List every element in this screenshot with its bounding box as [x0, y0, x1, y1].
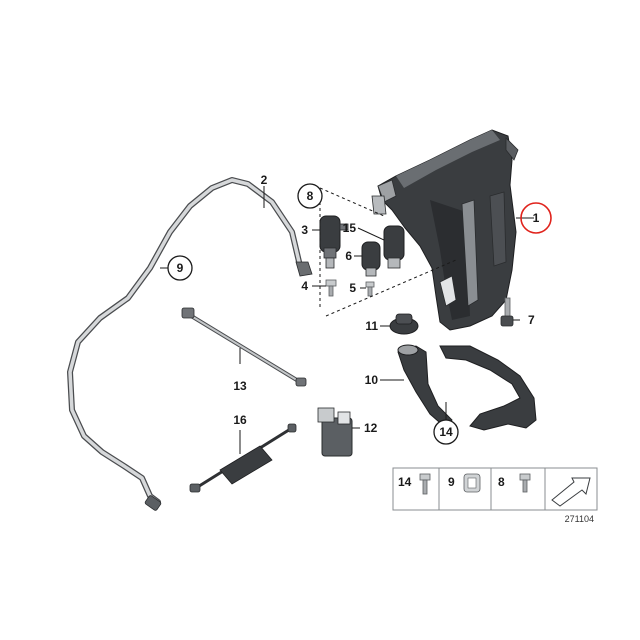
callout-14[interactable]: 14: [433, 419, 459, 445]
kit-group-lines: [319, 187, 457, 317]
callout-7[interactable]: 7: [528, 313, 535, 327]
callout-2-label: 2: [261, 173, 268, 187]
bolt-7: [500, 297, 514, 327]
callout-1[interactable]: 1: [520, 202, 552, 234]
screw-5: [365, 281, 375, 297]
callout-2[interactable]: 2: [261, 173, 268, 187]
legend-item-14-label: 14: [398, 475, 412, 489]
callout-15[interactable]: 15: [343, 221, 357, 235]
hardware-legend: 14 9 8: [392, 467, 598, 511]
legend-item-9-label: 9: [448, 475, 455, 489]
screw-icon: [519, 473, 531, 481]
direction-arrow-icon: [551, 477, 591, 507]
legend-item-9[interactable]: 9: [448, 473, 481, 493]
bolt-icon: [419, 473, 431, 481]
filler-neck-10: [397, 344, 537, 431]
callout-9[interactable]: 9: [167, 255, 193, 281]
callout-15-label: 15: [343, 221, 357, 235]
callout-10[interactable]: 10: [365, 373, 379, 387]
callout-5-label: 5: [349, 281, 356, 295]
washer-reservoir: [371, 129, 519, 331]
callout-16-label: 16: [233, 413, 247, 427]
callout-14-label: 14: [439, 425, 453, 439]
washer-pump-15: [383, 225, 405, 269]
callout-12[interactable]: 12: [364, 421, 378, 435]
washer-pump-6: [361, 241, 381, 277]
callout-6[interactable]: 6: [345, 249, 352, 263]
legend-item-8[interactable]: 8: [498, 473, 531, 493]
callout-4-label: 4: [301, 279, 308, 293]
callout-11[interactable]: 11: [365, 319, 378, 333]
clip-inner-icon: [467, 477, 477, 489]
hose-line: [67, 177, 313, 511]
callout-13[interactable]: 13: [233, 379, 247, 393]
callout-4[interactable]: 4: [301, 279, 308, 293]
callout-16[interactable]: 16: [233, 413, 247, 427]
callout-9-label: 9: [177, 261, 184, 275]
callout-3-label: 3: [301, 223, 308, 237]
legend-item-14[interactable]: 14: [398, 473, 431, 495]
highlight-ring: [520, 202, 552, 234]
washer-pump-3: [319, 215, 349, 269]
callout-9-ring: [167, 255, 193, 281]
leader-lines: [160, 186, 534, 454]
callout-10-label: 10: [365, 373, 379, 387]
screw-shank-icon: [522, 479, 528, 493]
callout-12-label: 12: [364, 421, 378, 435]
hose-16: [189, 423, 297, 493]
bolt-shank-icon: [422, 479, 428, 495]
callout-5[interactable]: 5: [349, 281, 356, 295]
callout-14-ring: [433, 419, 459, 445]
callout-6-label: 6: [345, 249, 352, 263]
screw-4: [325, 279, 337, 297]
legend-item-8-label: 8: [498, 475, 505, 489]
callout-13-label: 13: [233, 379, 247, 393]
callout-8-ring: [297, 183, 323, 209]
callout-1-label: 1: [533, 211, 540, 225]
filler-cap-11: [389, 313, 419, 335]
bracket-12: [317, 407, 353, 457]
callout-3[interactable]: 3: [301, 223, 308, 237]
callout-8[interactable]: 8: [297, 183, 323, 209]
callout-11-label: 11: [365, 319, 378, 333]
callout-7-label: 7: [528, 313, 535, 327]
rod-13: [181, 307, 307, 387]
callout-8-label: 8: [307, 189, 314, 203]
diagram-reference-code: 271104: [565, 514, 594, 524]
